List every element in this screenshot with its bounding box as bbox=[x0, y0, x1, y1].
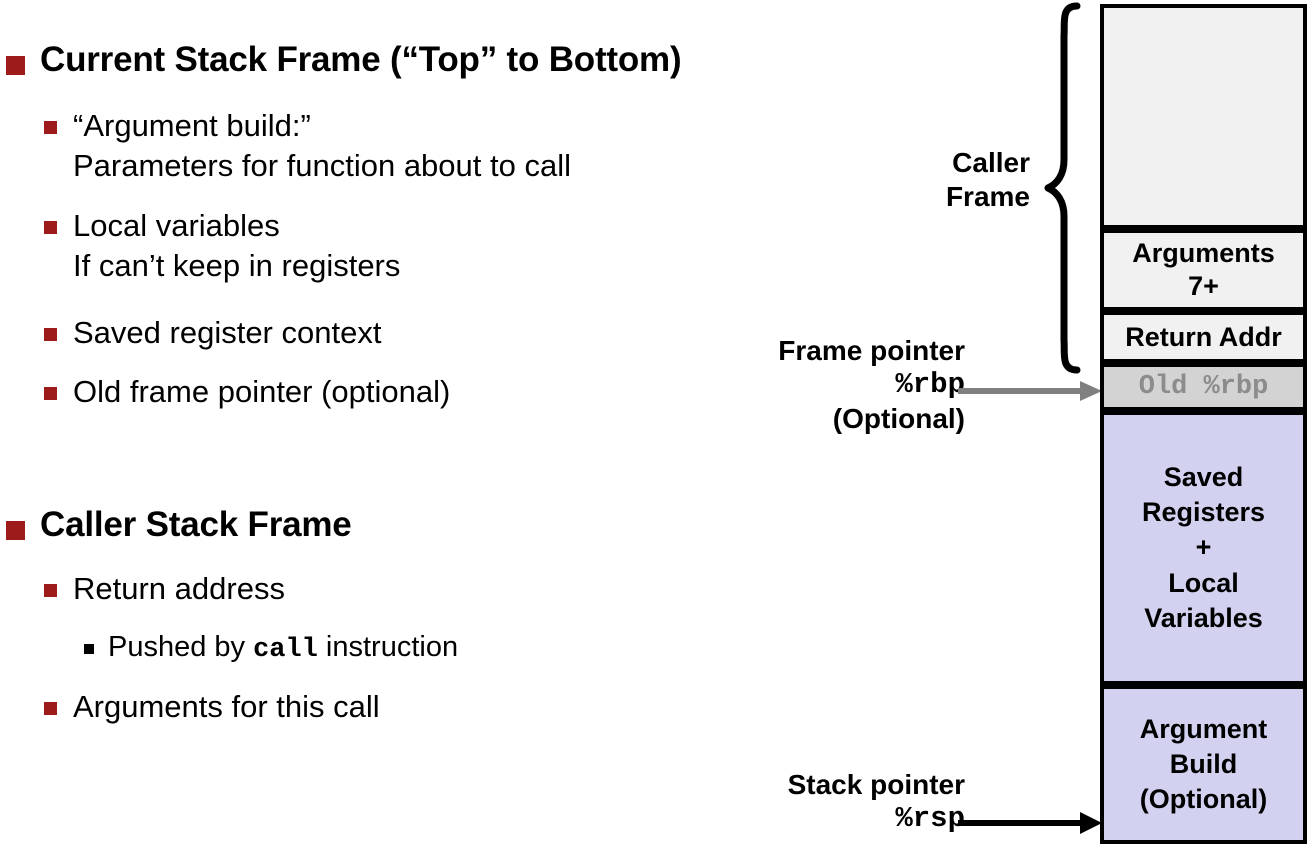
caller-frame-label-line2: Frame bbox=[945, 180, 1030, 212]
stack-box-line: Argument bbox=[1139, 713, 1268, 744]
bullet-label: Caller Stack Frame bbox=[40, 505, 352, 544]
bullet-sublabel: Parameters for function about to call bbox=[73, 147, 571, 183]
square-bullet-icon bbox=[84, 644, 94, 654]
stack-box-caller-frame-empty bbox=[1100, 4, 1307, 229]
bullet-saved-register-context: Saved register context bbox=[44, 313, 381, 353]
stack-pointer-label-line1: Stack pointer bbox=[787, 769, 965, 800]
stack-box-old-rbp: Old %rbp bbox=[1100, 363, 1307, 411]
bullet-list-region: Current Stack Frame (“Top” to Bottom) “A… bbox=[6, 40, 682, 727]
bullet-label-pre: Pushed by bbox=[108, 631, 254, 663]
frame-pointer-register: %rbp bbox=[895, 367, 965, 401]
stack-box-line: 7+ bbox=[1188, 271, 1219, 301]
rsp-arrow-icon bbox=[958, 812, 1102, 834]
bullet-label: Return address bbox=[73, 571, 285, 606]
bullet-caller-stack-frame: Caller Stack Frame bbox=[6, 505, 352, 546]
caller-frame-brace-icon bbox=[1044, 2, 1081, 374]
bullet-label-post: instruction bbox=[317, 631, 459, 663]
stack-pointer-label: Stack pointer %rsp bbox=[760, 768, 965, 836]
bullet-old-frame-pointer: Old frame pointer (optional) bbox=[44, 372, 450, 412]
stack-box-line: Return Addr bbox=[1125, 321, 1282, 352]
stack-box-line: Old %rbp bbox=[1138, 372, 1269, 402]
stack-box-return-addr: Return Addr bbox=[1100, 311, 1307, 363]
stack-box-line: Registers bbox=[1141, 497, 1266, 528]
stack-box-line: Variables bbox=[1144, 602, 1263, 633]
stack-box-line: + bbox=[1195, 532, 1212, 563]
stack-box-line: Build bbox=[1169, 748, 1238, 779]
stack-box-arguments-7-plus: Arguments 7+ bbox=[1100, 229, 1307, 311]
stack-box-line: (Optional) bbox=[1139, 784, 1268, 815]
square-bullet-icon bbox=[6, 56, 25, 75]
inline-code-call: call bbox=[253, 635, 318, 665]
square-bullet-icon bbox=[44, 702, 57, 715]
stack-box-line: Arguments bbox=[1132, 238, 1275, 269]
bullet-label: Saved register context bbox=[73, 315, 382, 350]
stack-box-line: Local bbox=[1168, 567, 1239, 598]
stack-box-line: Saved bbox=[1163, 462, 1244, 493]
bullet-argument-build: “Argument build:” Parameters for functio… bbox=[44, 106, 571, 185]
square-bullet-icon bbox=[44, 387, 57, 400]
bullet-label: “Argument build:” bbox=[73, 108, 311, 143]
square-bullet-icon bbox=[44, 328, 57, 341]
bullet-label: Arguments for this call bbox=[73, 689, 380, 724]
frame-pointer-label: Frame pointer %rbp (Optional) bbox=[760, 334, 965, 436]
rbp-arrow-icon bbox=[958, 381, 1102, 401]
bullet-label: Local variables bbox=[73, 208, 280, 243]
stack-pointer-register: %rsp bbox=[895, 801, 965, 835]
bullet-text-group: Local variables If can’t keep in registe… bbox=[73, 206, 400, 285]
caller-frame-label: Caller Frame bbox=[840, 146, 1030, 213]
bullet-pushed-by-call: Pushed by call instruction bbox=[84, 629, 458, 668]
bullet-arguments-for-this-call: Arguments for this call bbox=[44, 687, 380, 727]
bullet-return-address: Return address bbox=[44, 569, 285, 609]
square-bullet-icon bbox=[44, 584, 57, 597]
square-bullet-icon bbox=[44, 121, 57, 134]
bullet-label: Current Stack Frame (“Top” to Bottom) bbox=[40, 40, 682, 79]
stack-frame-diagram: Caller Frame Frame pointer %rbp (Optiona… bbox=[760, 0, 1312, 848]
stack-box-saved-registers-locals: Saved Registers + Local Variables bbox=[1100, 411, 1307, 685]
stack-box-argument-build: Argument Build (Optional) bbox=[1100, 685, 1307, 844]
caller-frame-label-line1: Caller bbox=[952, 147, 1030, 178]
bullet-sublabel: If can’t keep in registers bbox=[73, 247, 401, 283]
bullet-label: Old frame pointer (optional) bbox=[73, 374, 451, 409]
bullet-label-group: Pushed by call instruction bbox=[108, 629, 458, 668]
frame-pointer-label-line1: Frame pointer bbox=[778, 335, 965, 366]
bullet-local-variables: Local variables If can’t keep in registe… bbox=[44, 206, 400, 285]
bullet-current-stack-frame: Current Stack Frame (“Top” to Bottom) bbox=[6, 40, 682, 81]
square-bullet-icon bbox=[44, 221, 57, 234]
square-bullet-icon bbox=[6, 521, 25, 540]
frame-pointer-label-optional: (Optional) bbox=[832, 403, 965, 435]
bullet-text-group: “Argument build:” Parameters for functio… bbox=[73, 106, 571, 185]
